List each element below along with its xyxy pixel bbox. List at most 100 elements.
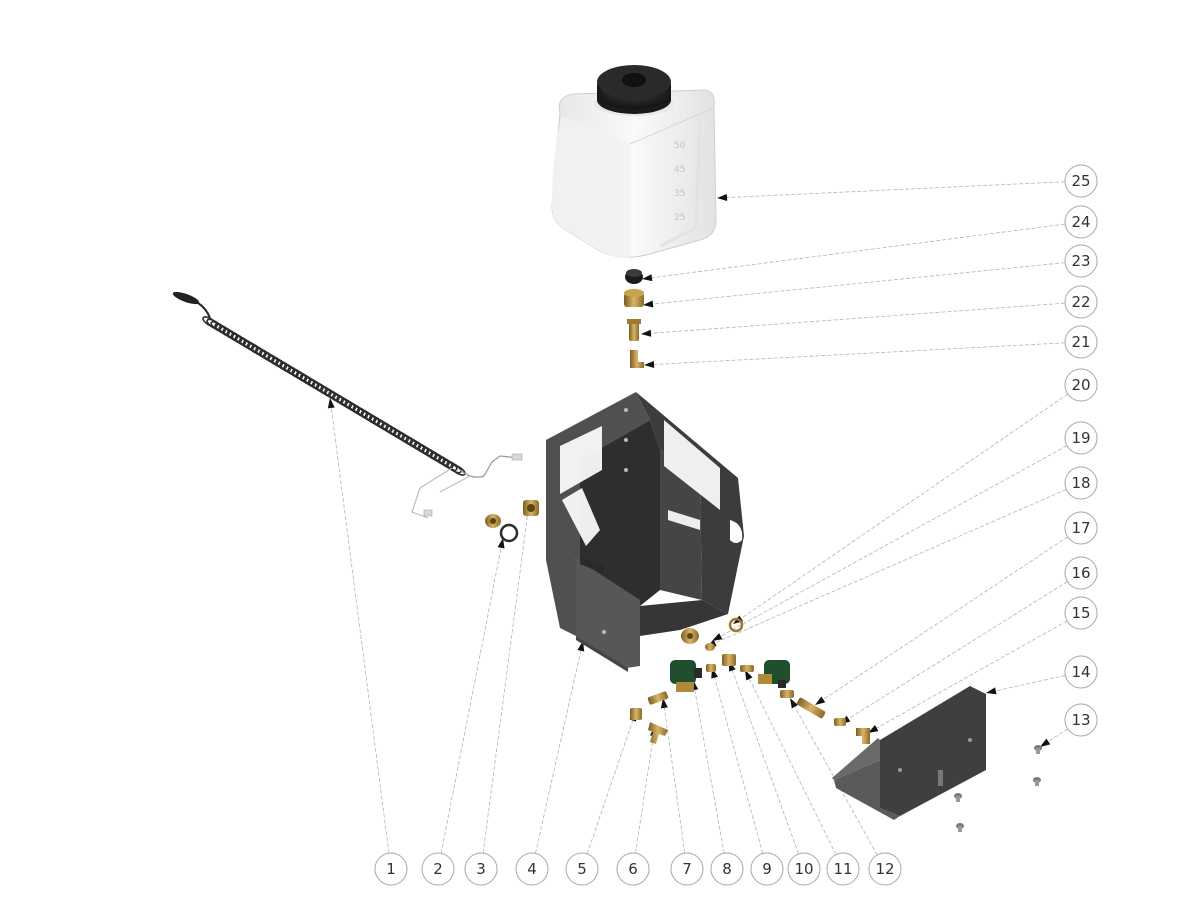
leader-lines bbox=[327, 181, 1069, 856]
coiled-cable-part-1 bbox=[172, 291, 523, 519]
callout-balloon-7: 7 bbox=[670, 852, 704, 886]
tee-fitting-part-6 bbox=[648, 722, 668, 744]
mounting-plate-part-14 bbox=[832, 686, 986, 820]
callout-circle bbox=[670, 852, 704, 886]
callout-balloon-12: 12 bbox=[868, 852, 902, 886]
plug-part-24 bbox=[625, 269, 643, 284]
leader-line-17 bbox=[823, 536, 1068, 700]
leader-arrowhead-24 bbox=[642, 274, 653, 282]
callout-circle bbox=[1064, 368, 1098, 402]
solenoid-valve-part-8 bbox=[670, 660, 702, 692]
leader-line-13 bbox=[1048, 728, 1068, 742]
leader-line-19 bbox=[720, 445, 1068, 637]
callout-number: 1 bbox=[386, 860, 396, 878]
hose-barb-part-22 bbox=[627, 319, 641, 341]
callout-balloon-3: 3 bbox=[464, 852, 498, 886]
callout-circle bbox=[710, 852, 744, 886]
callout-balloon-21: 21 bbox=[1064, 325, 1098, 359]
leader-line-1 bbox=[330, 407, 390, 854]
callout-number: 10 bbox=[794, 860, 813, 878]
callout-circle bbox=[1064, 596, 1098, 630]
hose-barb-part-16 bbox=[796, 697, 826, 719]
leader-arrowhead-13 bbox=[1040, 738, 1051, 747]
callout-balloon-22: 22 bbox=[1064, 285, 1098, 319]
elbow-part-21 bbox=[630, 350, 644, 368]
nut-part-2 bbox=[485, 514, 501, 528]
callout-circle bbox=[1064, 244, 1098, 278]
leader-line-9 bbox=[714, 677, 764, 854]
callout-balloon-4: 4 bbox=[515, 852, 549, 886]
callout-balloon-5: 5 bbox=[565, 852, 599, 886]
callout-number: 2 bbox=[433, 860, 443, 878]
leader-arrowhead-14 bbox=[986, 687, 997, 695]
leader-line-20 bbox=[741, 393, 1069, 619]
leader-line-15 bbox=[876, 620, 1068, 729]
callout-circle bbox=[1064, 556, 1098, 590]
fitting-part-15 bbox=[834, 718, 846, 726]
callout-circle bbox=[1064, 466, 1098, 500]
tee-fitting-part-10 bbox=[722, 654, 736, 666]
callout-circle bbox=[1064, 703, 1098, 737]
leader-line-24 bbox=[651, 223, 1066, 279]
tank-scale-mark: 50 bbox=[674, 141, 686, 151]
coil-turn bbox=[450, 464, 466, 476]
leader-line-23 bbox=[652, 262, 1066, 305]
leader-arrowhead-1 bbox=[327, 398, 335, 409]
callout-balloon-25: 25 bbox=[1064, 164, 1098, 198]
callout-number: 24 bbox=[1071, 213, 1090, 231]
callout-circle bbox=[826, 852, 860, 886]
solenoid-valve-part-11 bbox=[758, 660, 790, 688]
callout-balloon-23: 23 bbox=[1064, 244, 1098, 278]
callout-balloon-24: 24 bbox=[1064, 205, 1098, 239]
callout-circle bbox=[750, 852, 784, 886]
callout-number: 18 bbox=[1071, 474, 1090, 492]
bulkhead-fitting-part-18 bbox=[681, 628, 699, 644]
leader-line-10 bbox=[732, 670, 799, 855]
callout-circle bbox=[421, 852, 455, 886]
callout-balloon-6: 6 bbox=[616, 852, 650, 886]
o-ring-part-20 bbox=[728, 617, 744, 633]
callout-circle bbox=[1064, 164, 1098, 198]
callout-balloon-11: 11 bbox=[826, 852, 860, 886]
tank-scale-mark: 25 bbox=[674, 213, 685, 223]
leader-line-25 bbox=[726, 181, 1066, 198]
callout-number: 7 bbox=[682, 860, 692, 878]
callout-number: 11 bbox=[833, 860, 852, 878]
callout-balloon-16: 16 bbox=[1064, 556, 1098, 590]
callout-number: 22 bbox=[1071, 293, 1090, 311]
callout-balloon-15: 15 bbox=[1064, 596, 1098, 630]
callout-number: 17 bbox=[1071, 519, 1090, 537]
callout-circle bbox=[1064, 511, 1098, 545]
leader-arrowhead-23 bbox=[643, 300, 654, 308]
callout-number: 20 bbox=[1071, 376, 1090, 394]
callout-circle bbox=[1064, 655, 1098, 689]
callout-number: 19 bbox=[1071, 429, 1090, 447]
callout-number: 6 bbox=[628, 860, 638, 878]
leader-arrowhead-21 bbox=[644, 360, 655, 368]
leader-line-7 bbox=[663, 707, 686, 854]
callout-number: 15 bbox=[1071, 604, 1090, 622]
callout-balloon-13: 13 bbox=[1064, 703, 1098, 737]
leader-arrowhead-15 bbox=[868, 725, 879, 733]
callout-circle bbox=[515, 852, 549, 886]
nipple-part-7 bbox=[647, 691, 669, 705]
bulkhead-fitting-part-3 bbox=[523, 500, 539, 516]
callout-balloon-14: 14 bbox=[1064, 655, 1098, 689]
leader-line-16 bbox=[848, 581, 1068, 720]
callout-number: 21 bbox=[1071, 333, 1090, 351]
callout-circle bbox=[868, 852, 902, 886]
callout-number: 8 bbox=[722, 860, 732, 878]
callout-balloon-2: 2 bbox=[421, 852, 455, 886]
callout-number: 4 bbox=[527, 860, 537, 878]
tank-scale-mark: 45 bbox=[674, 165, 685, 175]
tank-part-25: 50 45 35 25 bbox=[551, 65, 717, 258]
screws-part-13 bbox=[954, 745, 1042, 832]
callout-circle bbox=[374, 852, 408, 886]
leader-arrowhead-7 bbox=[660, 698, 668, 709]
callout-circle bbox=[464, 852, 498, 886]
callout-balloon-19: 19 bbox=[1064, 421, 1098, 455]
callout-circle bbox=[1064, 325, 1098, 359]
callout-circle bbox=[616, 852, 650, 886]
leader-arrowhead-2 bbox=[497, 538, 505, 549]
